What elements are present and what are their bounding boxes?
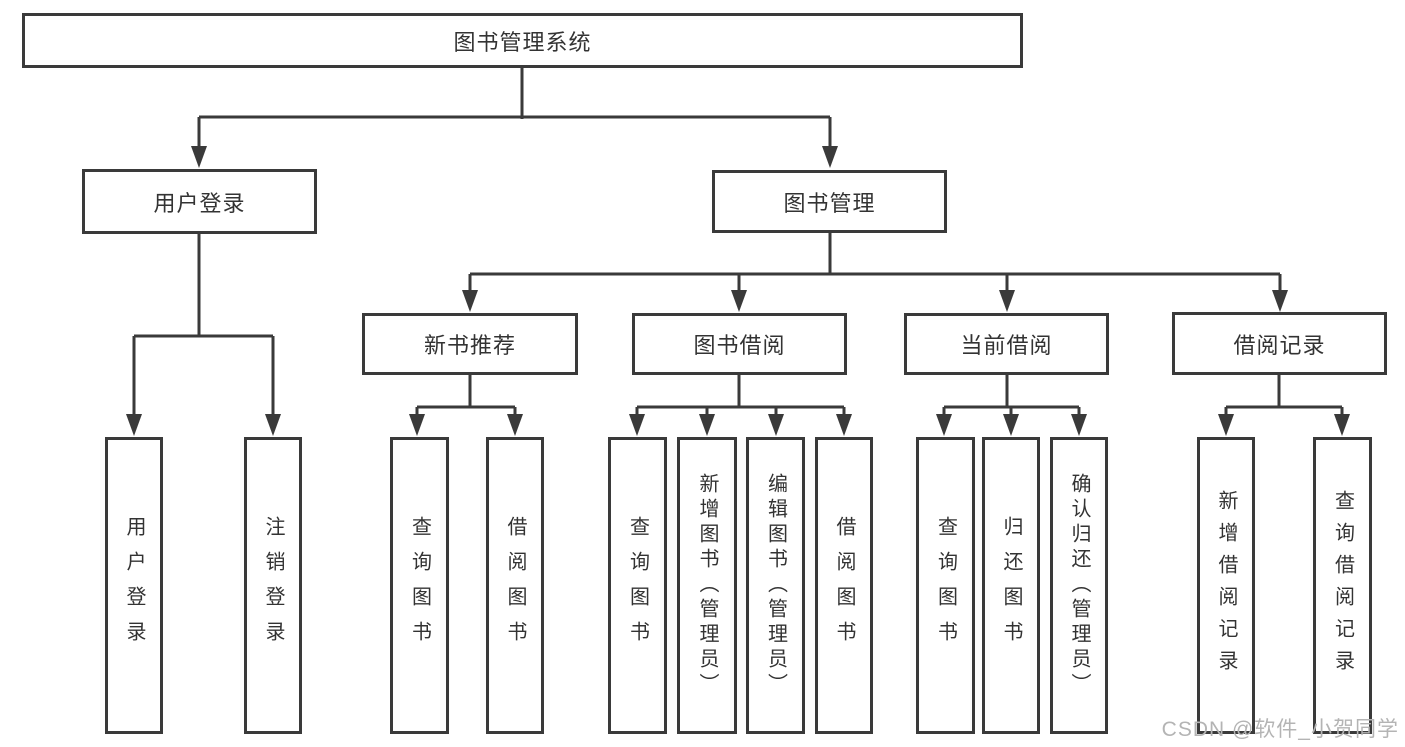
leaf-query-books-recommend: 查询图书	[390, 437, 449, 734]
leaf-borrow-books-borrowing: 借阅图书	[815, 437, 873, 734]
leaf-return-book: 归还图书	[982, 437, 1040, 734]
node-book-borrowing: 图书借阅	[632, 313, 847, 375]
leaf-query-books-current: 查询图书	[916, 437, 975, 734]
leaf-borrow-books-recommend: 借阅图书	[486, 437, 544, 734]
arrowheads	[126, 146, 1350, 436]
csdn-watermark: CSDN @软件_小贺同学	[1161, 718, 1399, 741]
leaf-add-book-admin: 新增图书（管理员）	[677, 437, 737, 734]
leaf-logout: 注销登录	[244, 437, 302, 734]
node-library-management-system: 图书管理系统	[22, 13, 1023, 68]
leaf-add-borrow-record: 新增借阅记录	[1197, 437, 1255, 734]
leaf-confirm-return-admin: 确认归还（管理员）	[1050, 437, 1108, 734]
leaf-query-borrow-record: 查询借阅记录	[1313, 437, 1372, 734]
node-book-management-branch: 图书管理	[712, 170, 947, 233]
node-new-book-recommendation: 新书推荐	[362, 313, 578, 375]
leaf-edit-book-admin: 编辑图书（管理员）	[746, 437, 805, 734]
node-user-login-branch: 用户登录	[82, 169, 317, 234]
leaf-query-books-borrowing: 查询图书	[608, 437, 667, 734]
leaf-user-login: 用户登录	[105, 437, 163, 734]
node-current-borrowing: 当前借阅	[904, 313, 1109, 375]
node-borrowing-records: 借阅记录	[1172, 312, 1387, 375]
